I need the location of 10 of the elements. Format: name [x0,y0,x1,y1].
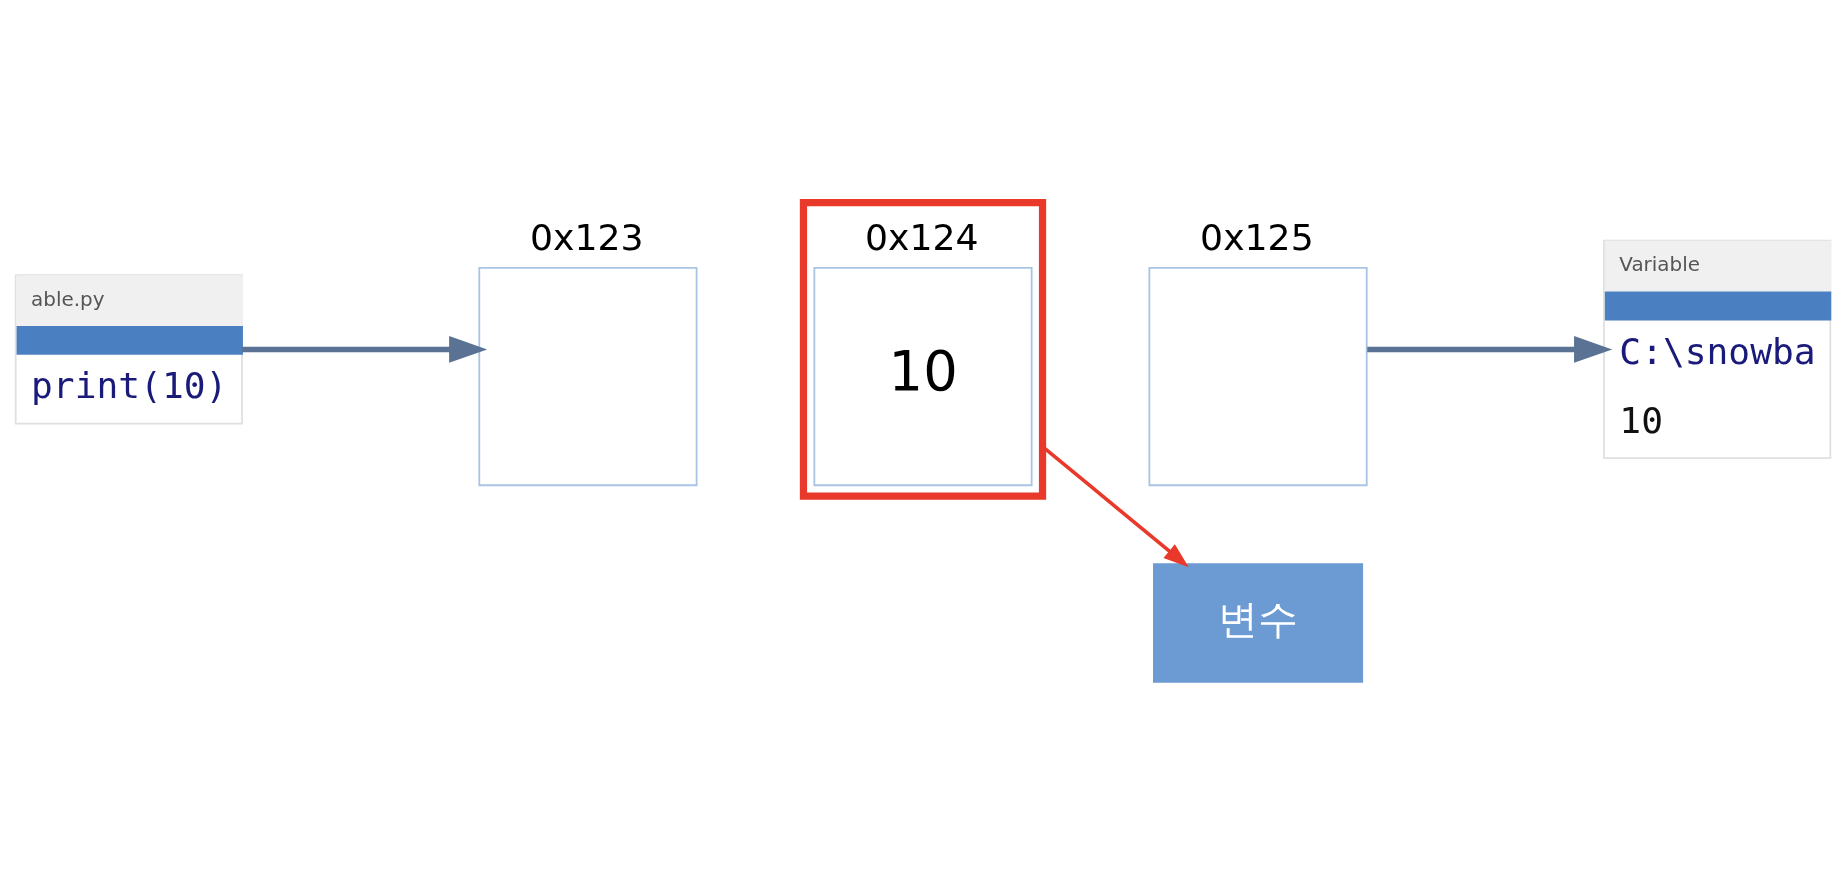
arrow [242,336,488,363]
node-label: 0x123 [530,215,644,259]
node-box: 변수 [1153,563,1364,683]
node-label: 0x124 [865,215,979,259]
arrow [1367,336,1613,363]
node-box [1148,267,1368,487]
node-box [478,267,698,487]
node-label: 0x125 [1200,215,1314,259]
node-box: 10 [813,267,1033,487]
cluster [799,199,1047,500]
